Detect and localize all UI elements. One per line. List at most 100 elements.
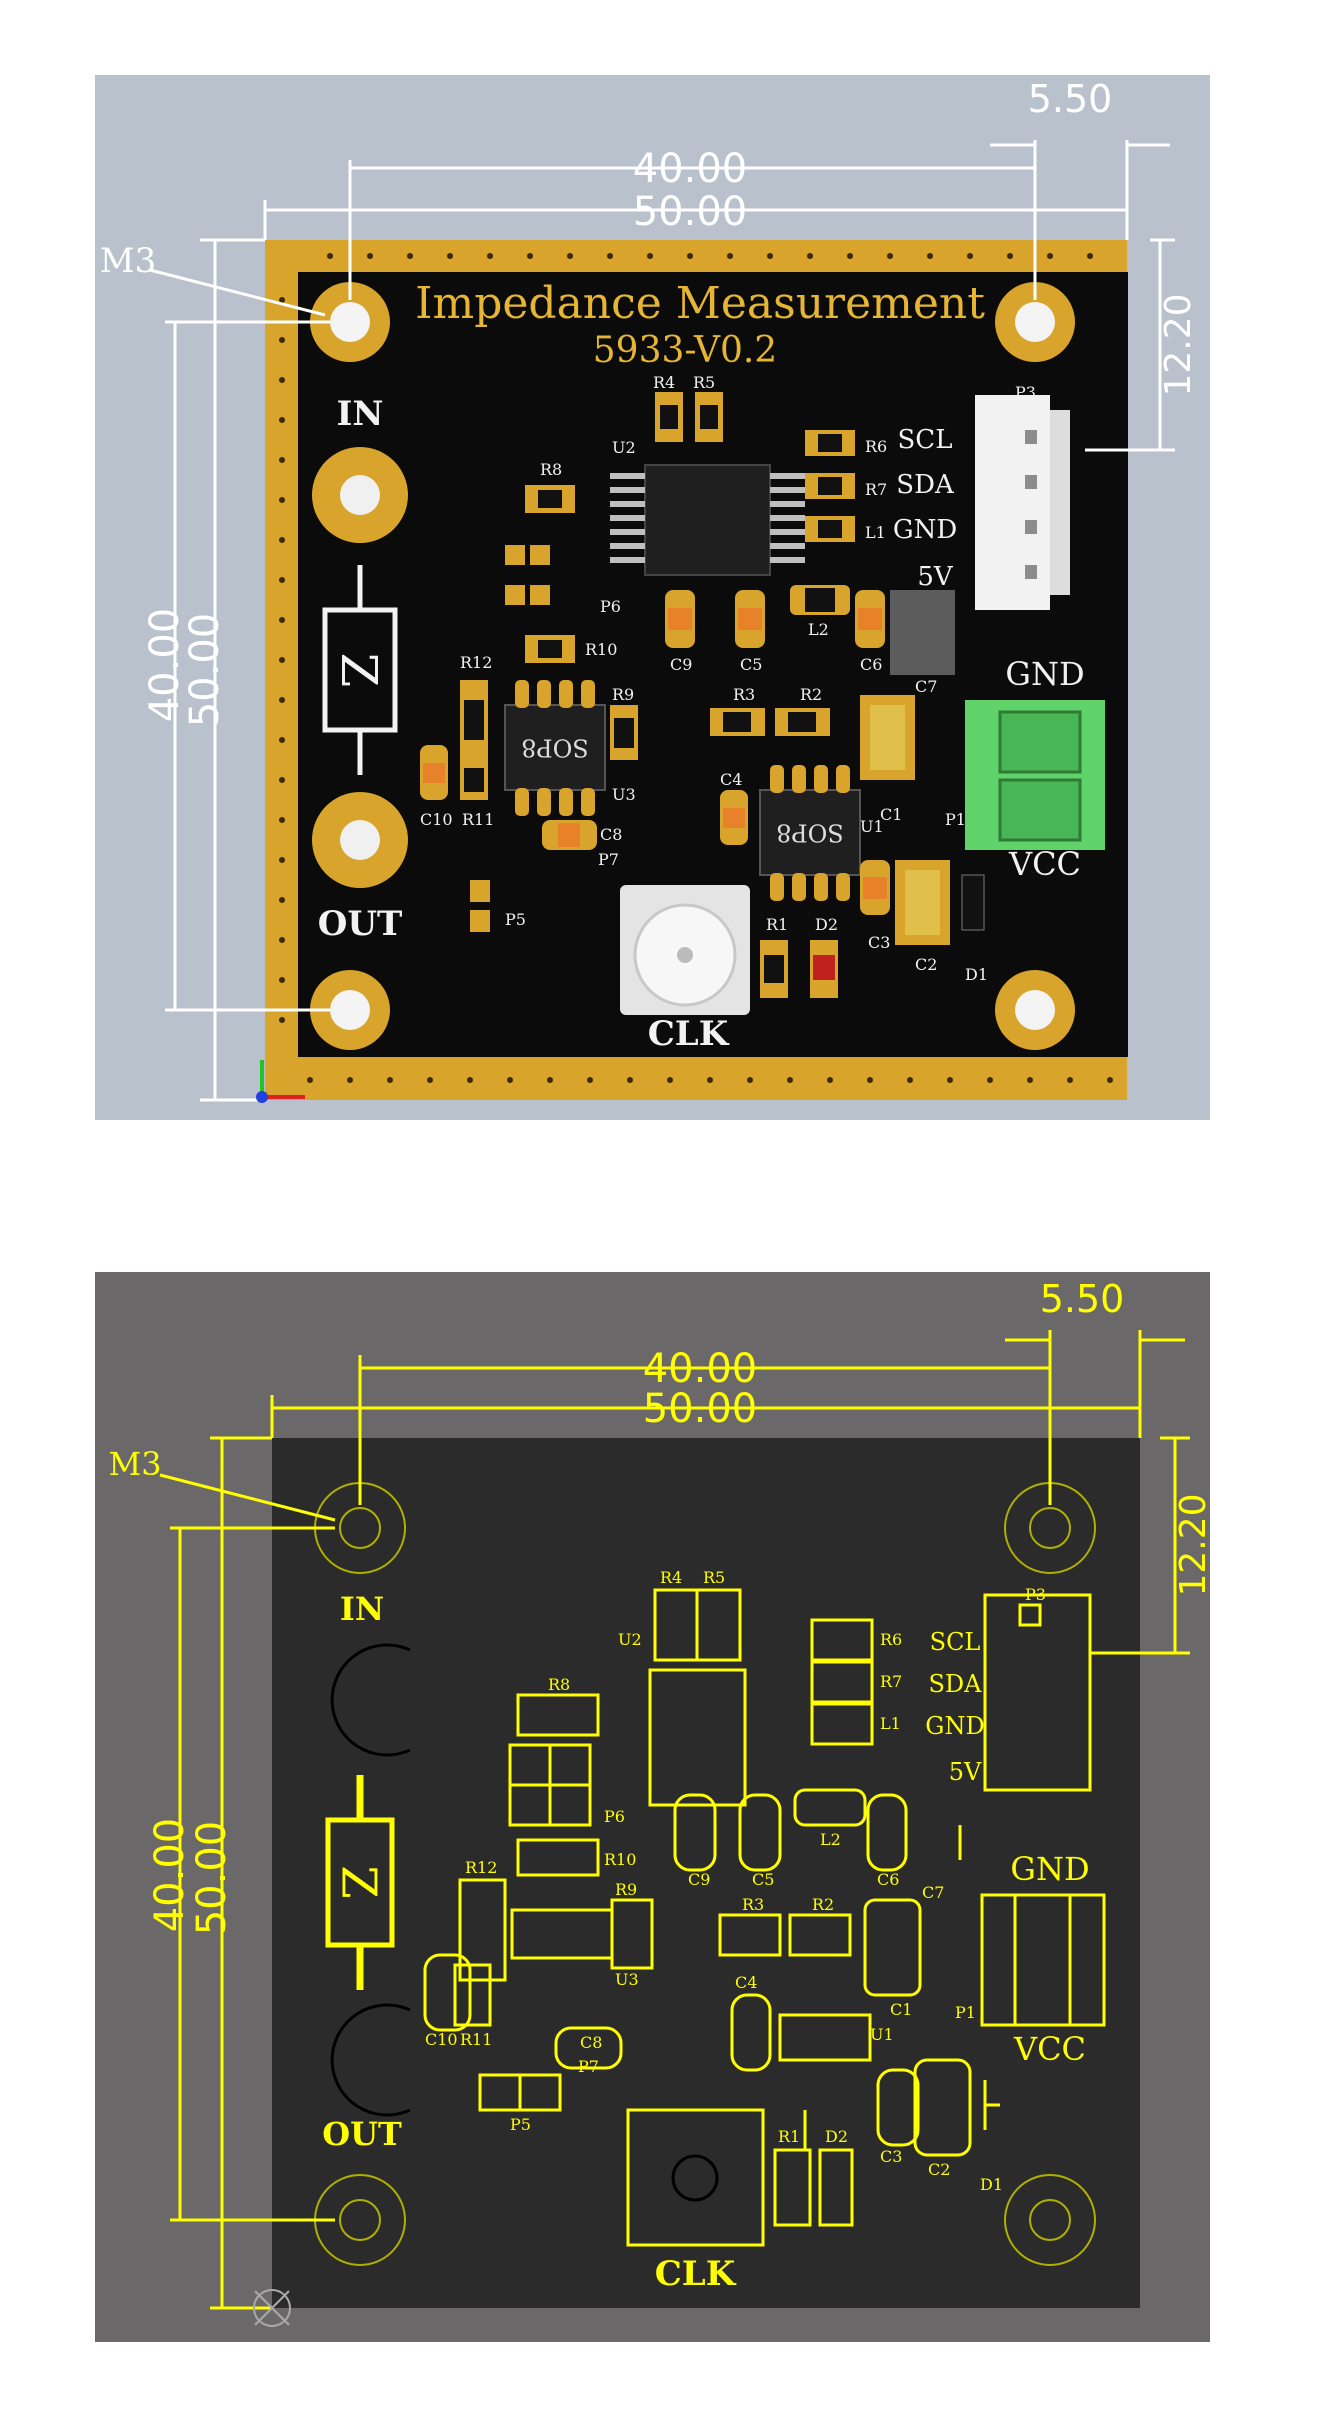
silk-terminal [980,1893,1106,2027]
origin-icon [253,2289,291,2327]
ic-u1 [759,789,861,876]
mount-hole-tl [310,282,390,362]
ref-r5: R5 [693,373,715,392]
ref-r11: R11 [462,810,494,829]
ref-r8: R8 [540,460,562,479]
out-label: OUT [318,904,403,944]
silk-mount-br [1004,2174,1096,2266]
silk-ref-c3: C3 [880,2147,902,2166]
silk-ref-l1: L1 [880,1714,901,1733]
silk-header-p3 [983,1593,1092,1792]
silk-in-label: IN [340,1590,384,1628]
silk-ref-c10: C10 [425,2030,458,2049]
ref-p7: P7 [598,850,619,869]
silk-pin-5v: 5V [949,1758,982,1786]
ref-u2: U2 [612,438,636,457]
pcb-3d-svg: Z Impedance Measurement 5933-V0.2 IN OUT… [0,0,1338,1190]
silk-dim-5-5: 5.50 [1040,1277,1125,1321]
passives-top [420,392,985,998]
dim-40-h: 40.00 [633,146,748,192]
silk-clk [626,2108,765,2247]
board-title: Impedance Measurement [415,278,985,329]
silk-ref-c2: C2 [928,2160,950,2179]
silk-ref-r8: R8 [548,1675,570,1694]
silk-clk-label: CLK [655,2254,737,2294]
silk-ref-p6: P6 [604,1807,625,1826]
ref-r4: R4 [653,373,675,392]
silk-ref-r11: R11 [460,2030,492,2049]
ref-r3: R3 [733,685,755,704]
edge-vias [279,253,1113,1083]
silk-ref-c9: C9 [688,1870,710,1889]
silk-ref-d1: D1 [980,2175,1003,2194]
ref-p6: P6 [600,597,621,616]
silk-ref-r3: R3 [742,1895,764,1914]
silk-ref-p5: P5 [510,2115,531,2134]
ref-r2: R2 [800,685,822,704]
silk-board [272,1438,1140,2308]
silk-m3-label: M3 [108,1445,161,1483]
ref-c5: C5 [740,655,762,674]
silk-ref-r7: R7 [880,1672,902,1691]
ref-r9: R9 [612,685,634,704]
silk-ref-r6: R6 [880,1630,902,1649]
ref-p3: P3 [1015,383,1036,402]
dim-12-2: 12.20 [1158,293,1199,396]
pin-sda: SDA [896,470,955,500]
terminal-vcc-label: VCC [1008,845,1081,883]
pcb-3d-view: Z Impedance Measurement 5933-V0.2 IN OUT… [0,0,1338,1190]
ref-c10: C10 [420,810,453,829]
ic-u2 [644,464,771,576]
ref-p1: P1 [945,810,966,829]
ref-d2: D2 [815,915,838,934]
mount-hole-br [995,970,1075,1050]
ref-l2: L2 [808,620,829,639]
silk-pin-sda: SDA [928,1670,982,1698]
ref-r10: R10 [585,640,617,659]
silk-ref-c5: C5 [752,1870,774,1889]
ref-r1: R1 [766,915,788,934]
silk-terminal-gnd: GND [1010,1850,1089,1888]
silk-dim-12-2: 12.20 [1173,1493,1214,1596]
silk-u2 [648,1668,747,1807]
silk-zener-label: Z [331,1865,387,1898]
silk-ref-r5: R5 [703,1568,725,1587]
silk-ref-c1: C1 [890,2000,912,2019]
ref-c1: C1 [880,805,902,824]
silk-ref-c8: C8 [580,2033,602,2052]
ref-d1: D1 [965,965,988,984]
ref-u3: U3 [612,785,636,804]
silk-dim-50-h: 50.00 [643,1386,758,1432]
silk-pin-gnd: GND [925,1712,984,1740]
ic-u1-marking: SOP8 [776,819,844,847]
pin-scl: SCL [898,425,953,455]
ref-r6: R6 [865,437,887,456]
silk-dim-50-v: 50.00 [189,1821,235,1936]
ref-c8: C8 [600,825,622,844]
silk-ref-d2: D2 [825,2127,848,2146]
silk-ref-l2: L2 [820,1830,841,1849]
silk-ref-r1: R1 [778,2127,800,2146]
pcb-silk-svg: IN OUT Z CLK M3 SCL SDA GND 5V GND VCC R… [0,1190,1338,2424]
ref-c9: C9 [670,655,692,674]
ref-c4: C4 [720,770,742,789]
silk-pin-scl: SCL [930,1628,981,1656]
silk-ref-r4: R4 [660,1568,682,1587]
silk-ref-r10: R10 [604,1850,636,1869]
clk-label: CLK [648,1014,730,1054]
silk-out-label: OUT [322,2115,402,2153]
silk-ref-u1: U1 [870,2025,894,2044]
dim-40-v: 40.00 [142,608,188,723]
ref-c2: C2 [915,955,937,974]
ref-l1: L1 [865,523,886,542]
dim-50-v: 50.00 [182,613,228,728]
silk-ref-p3: P3 [1025,1585,1046,1604]
dim-50-h: 50.00 [633,189,748,235]
ref-r7: R7 [865,480,887,499]
silk-ref-c4: C4 [735,1973,757,1992]
silk-ref-u2: U2 [618,1630,642,1649]
ref-p5: P5 [505,910,526,929]
ref-r12: R12 [460,653,492,672]
header-p3 [975,395,1050,610]
pin-5v: 5V [917,562,954,592]
